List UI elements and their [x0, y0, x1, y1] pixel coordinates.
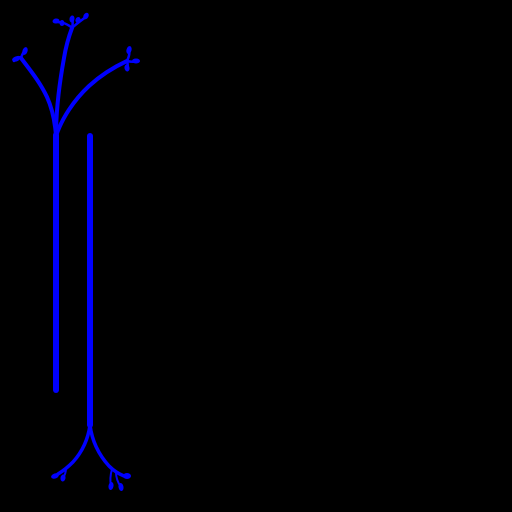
bud [59, 20, 65, 26]
bud [22, 47, 28, 55]
upper-neuron-middle-branch [54, 26, 74, 138]
bud [69, 15, 75, 23]
bud [51, 473, 59, 479]
lower-neuron-buds [51, 473, 131, 491]
upper-neuron-right-branch [54, 59, 129, 138]
lower-neuron-right-branch [88, 423, 126, 478]
bud [124, 64, 130, 72]
bud [123, 473, 131, 479]
bud [108, 482, 114, 490]
bud [126, 46, 132, 54]
upper-neuron [12, 14, 140, 393]
lower-neuron-left-branch [56, 423, 92, 476]
bud [12, 56, 20, 62]
bud [118, 483, 124, 491]
bud [75, 17, 81, 23]
upper-neuron-buds [12, 12, 140, 72]
bud [60, 474, 66, 482]
bud [132, 58, 140, 64]
bud [52, 18, 60, 24]
bud [83, 12, 89, 20]
